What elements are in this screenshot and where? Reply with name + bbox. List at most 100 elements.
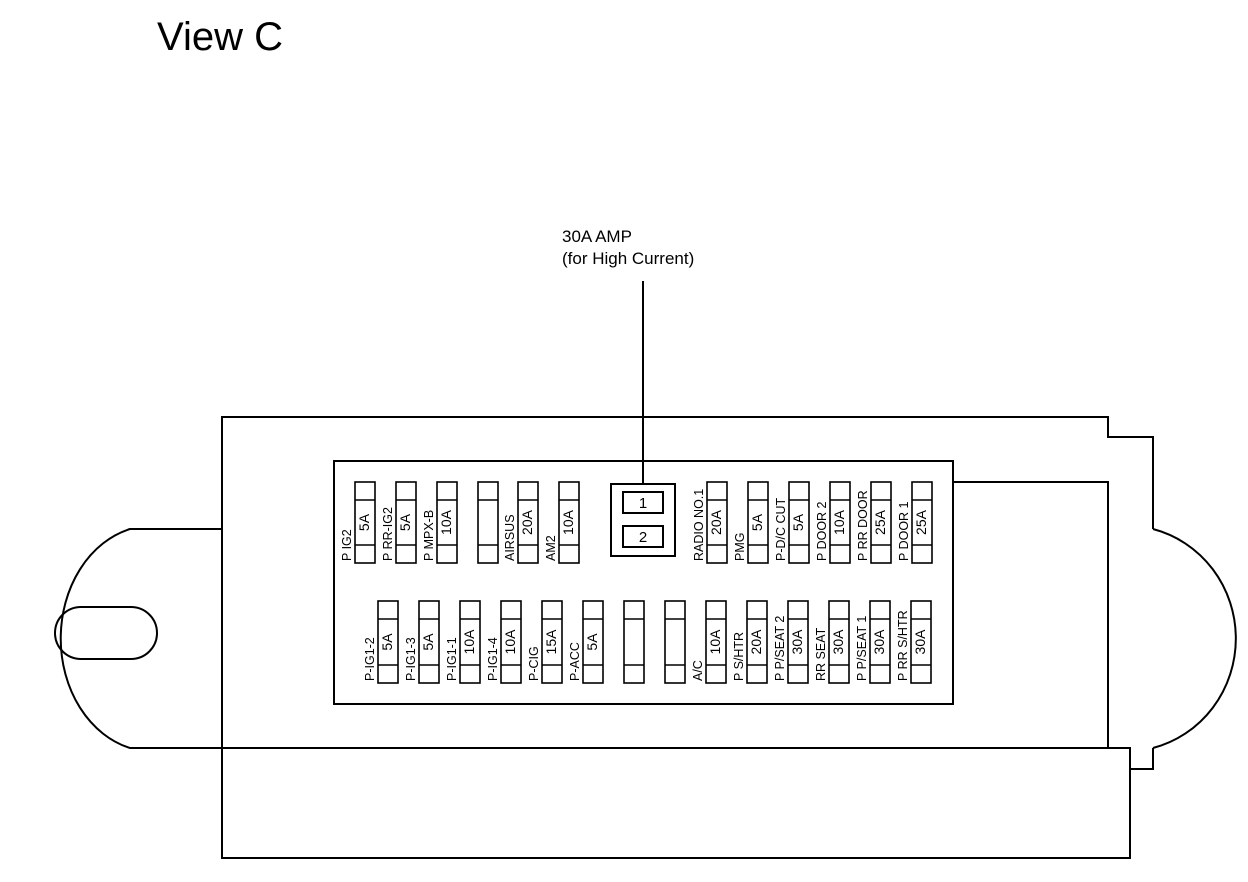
fuse-amp-rating: 15A [543, 629, 559, 655]
fuse-circuit-label: P-IG1-2 [363, 637, 377, 681]
fuse-box-housing [54, 416, 1237, 859]
fuse-body [623, 600, 645, 684]
fuse-circuit-label: A/C [691, 660, 705, 681]
fuse-circuit-label: P DOOR 1 [897, 501, 911, 561]
fuse-top-8: 5AP-D/C CUT [774, 481, 810, 564]
fuse-circuit-label: P RR-IG2 [381, 507, 395, 561]
fuse-body [436, 481, 458, 564]
fuse-circuit-label: P P/SEAT 1 [855, 616, 869, 681]
fuse-amp-rating: 10A [502, 629, 518, 655]
fuse-circuit-label: P-IG1-1 [445, 637, 459, 681]
fuse-circuit-label: P RR S/HTR [896, 610, 910, 681]
fuse-amp-rating: 5A [397, 513, 413, 531]
fuse-amp-rating: 5A [749, 513, 765, 531]
fuse-bottom-0: 5AP-IG1-2 [363, 600, 399, 684]
callout-line-2: (for High Current) [562, 249, 694, 268]
relay-slot-1-label: 1 [639, 495, 647, 512]
fuse-body [418, 600, 440, 684]
fuse-circuit-label: P-CIG [527, 646, 541, 681]
fuse-amp-rating: 5A [790, 513, 806, 531]
fuse-amp-rating: 20A [748, 629, 764, 655]
fuse-amp-rating: 5A [356, 513, 372, 531]
fuse-body [395, 481, 417, 564]
fuse-amp-rating: 5A [379, 633, 395, 651]
fuse-amp-rating: 5A [420, 633, 436, 651]
fuse-panel [333, 460, 954, 705]
fuse-amp-rating: 10A [438, 509, 454, 535]
fuse-body [705, 600, 727, 684]
fuse-body [788, 481, 810, 564]
fuse-circuit-label: P P/SEAT 2 [773, 616, 787, 681]
fuse-body [541, 600, 563, 684]
fuse-body [664, 600, 686, 684]
fuse-body [747, 481, 769, 564]
fuse-body [377, 600, 399, 684]
amp-relay: 1 2 [610, 483, 676, 557]
fuse-circuit-label: AM2 [544, 535, 558, 561]
fuse-body [517, 481, 539, 564]
fuse-amp-rating: 20A [519, 509, 535, 535]
fuse-amp-rating: 10A [560, 509, 576, 535]
fuse-amp-rating: 20A [708, 509, 724, 535]
fuse-body [869, 600, 891, 684]
fuse-top-3 [477, 481, 499, 564]
fuse-circuit-label: P IG2 [340, 529, 354, 561]
fuse-bottom-1: 5AP-IG1-3 [404, 600, 440, 684]
fuse-circuit-label: P-IG1-4 [486, 637, 500, 681]
fuse-body [582, 600, 604, 684]
fuse-circuit-label: P-D/C CUT [774, 497, 788, 561]
fuse-circuit-label: P DOOR 2 [815, 501, 829, 561]
fuse-circuit-label: PMG [733, 533, 747, 561]
fuse-top-0: 5AP IG2 [340, 481, 376, 564]
fuse-body [829, 481, 851, 564]
fuse-body [910, 600, 932, 684]
callout-line-1: 30A AMP [562, 227, 632, 246]
fuse-bottom-6 [623, 600, 645, 684]
fuse-bottom-7 [664, 600, 686, 684]
fuse-body [911, 481, 933, 564]
fuse-body [787, 600, 809, 684]
fuse-amp-rating: 30A [830, 629, 846, 655]
mounting-slot [54, 606, 158, 660]
fuse-body [500, 600, 522, 684]
fuse-circuit-label: RR SEAT [814, 627, 828, 681]
fuse-circuit-label: P-ACC [568, 642, 582, 681]
fuse-amp-rating: 30A [789, 629, 805, 655]
fuse-body [354, 481, 376, 564]
fuse-amp-rating: 10A [707, 629, 723, 655]
fuse-circuit-label: P RR DOOR [856, 490, 870, 561]
fuse-circuit-label: P MPX-B [422, 510, 436, 561]
fuse-amp-rating: 30A [871, 629, 887, 655]
fuse-circuit-label: RADIO NO.1 [692, 489, 706, 561]
fuse-circuit-label: P S/HTR [732, 632, 746, 681]
fuse-bottom-5: 5AP-ACC [568, 600, 604, 684]
fuse-amp-rating: 25A [872, 509, 888, 535]
relay-slot-2-label: 2 [639, 529, 647, 546]
fuse-amp-rating: 30A [912, 629, 928, 655]
fuse-amp-rating: 10A [831, 509, 847, 535]
fuse-circuit-label: AIRSUS [503, 514, 517, 561]
view-title: View C [157, 15, 283, 59]
fuse-amp-rating: 25A [913, 509, 929, 535]
fuse-top-1: 5AP RR-IG2 [381, 481, 417, 564]
